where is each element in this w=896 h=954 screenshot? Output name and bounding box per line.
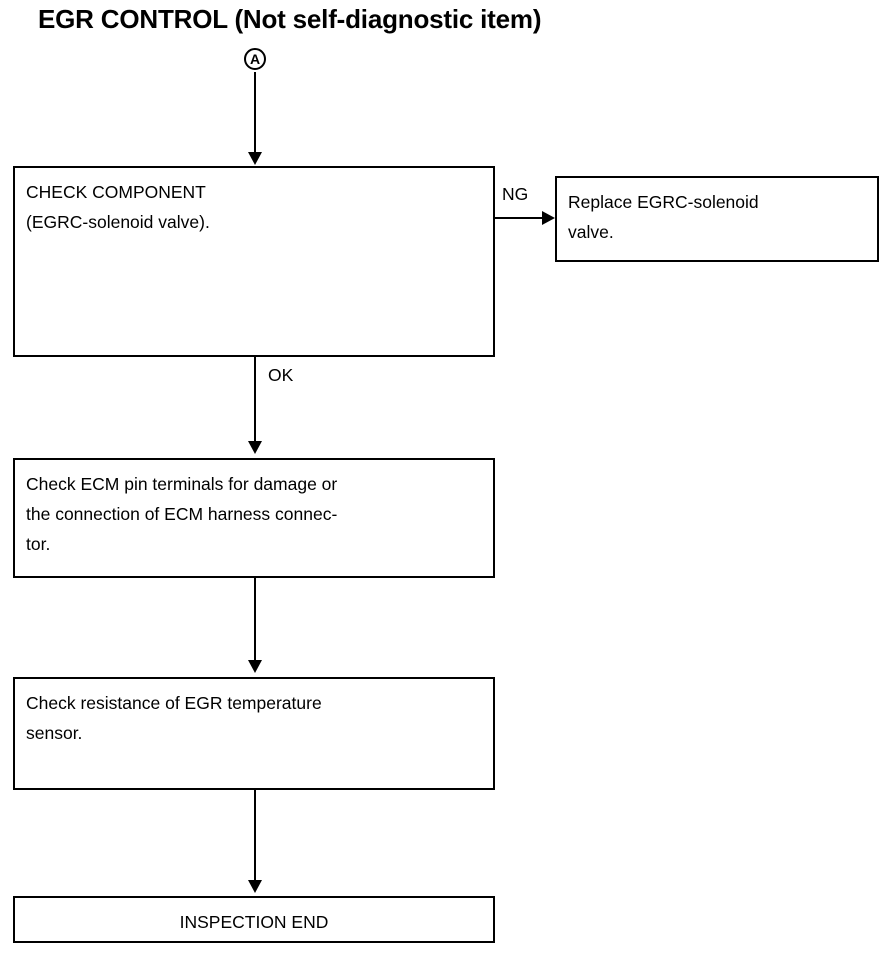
flow-line-egr-sensor-to-end: [254, 790, 256, 882]
node-replace-solenoid[interactable]: Replace EGRC-solenoid valve.: [555, 176, 879, 262]
node-replace-solenoid-label: Replace EGRC-solenoid valve.: [568, 192, 759, 242]
entry-connector-marker: A: [244, 48, 266, 70]
node-check-component[interactable]: CHECK COMPONENT (EGRC-solenoid valve).: [13, 166, 495, 357]
flow-arrowhead-egr-sensor-to-end: [248, 880, 262, 893]
node-check-egr-temp-sensor-label: Check resistance of EGR temperature sens…: [26, 693, 322, 743]
flow-arrowhead-entry-to-check-component: [248, 152, 262, 165]
flow-line-entry-to-check-component: [254, 72, 256, 154]
entry-connector-label: A: [249, 51, 261, 67]
node-inspection-end[interactable]: INSPECTION END: [13, 896, 495, 943]
flow-line-ng-branch: [495, 217, 544, 219]
page-title: EGR CONTROL (Not self-diagnostic item): [38, 4, 542, 34]
flow-arrowhead-ng-branch: [542, 211, 555, 225]
node-check-ecm-pin-terminals[interactable]: Check ECM pin terminals for damage or th…: [13, 458, 495, 578]
node-inspection-end-label: INSPECTION END: [179, 912, 329, 932]
flow-arrowhead-ecm-to-egr-sensor: [248, 660, 262, 673]
flow-line-ecm-to-egr-sensor: [254, 578, 256, 662]
branch-label-ok: OK: [268, 365, 294, 385]
flow-arrowhead-ok-branch: [248, 441, 262, 454]
node-check-component-label: CHECK COMPONENT (EGRC-solenoid valve).: [26, 182, 210, 232]
node-check-ecm-pin-terminals-label: Check ECM pin terminals for damage or th…: [26, 474, 338, 554]
node-check-egr-temp-sensor[interactable]: Check resistance of EGR temperature sens…: [13, 677, 495, 790]
flow-line-ok-branch: [254, 357, 256, 443]
branch-label-ng: NG: [502, 184, 529, 204]
